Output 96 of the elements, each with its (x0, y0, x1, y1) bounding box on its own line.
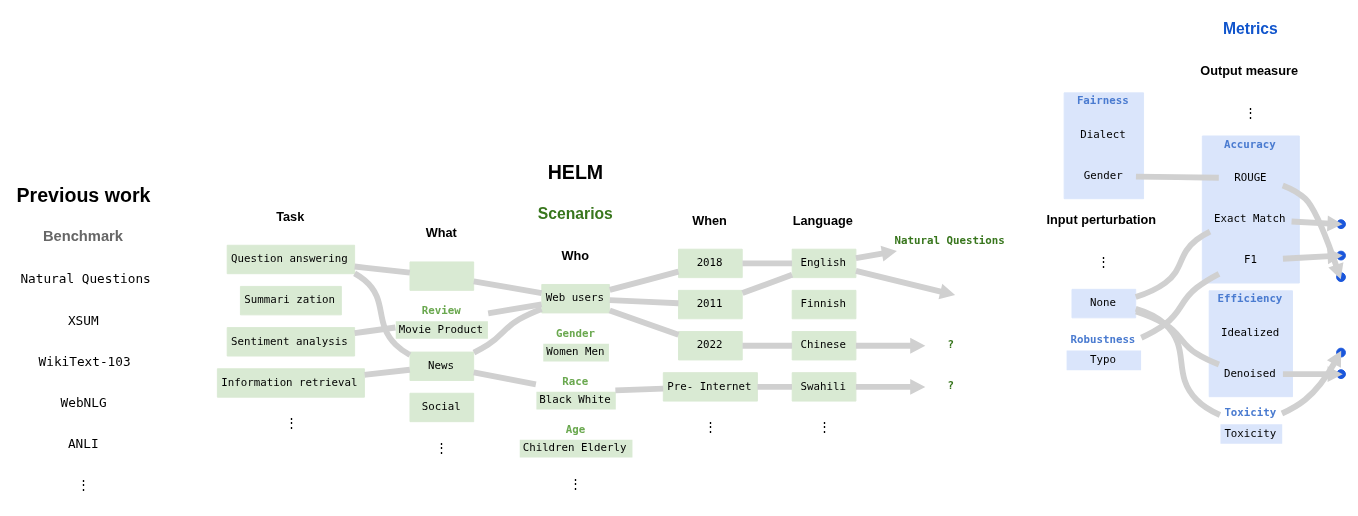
connector (473, 368, 537, 387)
label: ⋮ (703, 418, 717, 434)
node-text: Idealized (1220, 325, 1280, 339)
node-label: Toxicity (1224, 405, 1277, 419)
connector (354, 324, 396, 336)
node-text: Exact Match (1214, 211, 1286, 225)
connector (742, 342, 793, 349)
connector (757, 383, 793, 390)
node-text: F1 (1243, 252, 1257, 266)
node-box: Social (409, 392, 475, 422)
node-text: Denoised (1223, 366, 1276, 380)
node-box: Black White (536, 391, 616, 409)
label: ⋮ (569, 475, 583, 491)
node-box (409, 260, 475, 291)
arrow (1291, 215, 1343, 231)
node-text: ? (947, 378, 955, 392)
node-circle (1336, 218, 1346, 229)
label: ⋮ (1097, 253, 1111, 269)
connector (608, 307, 680, 338)
node-label: Robustness (1070, 332, 1136, 346)
node-box: Swahili (791, 371, 857, 402)
connector (472, 305, 543, 355)
label: Who (561, 247, 589, 263)
node-text: Dialect (1080, 127, 1126, 141)
node-box: None (1071, 288, 1137, 318)
node-circle (1336, 271, 1346, 282)
connector (609, 296, 679, 306)
label: Task (276, 208, 305, 224)
arrow (855, 378, 926, 395)
label: WikiText-103 (38, 353, 131, 369)
label: Natural Questions (20, 270, 151, 286)
node-text: Natural Questions (894, 233, 1005, 247)
arrow (855, 337, 926, 354)
node-box: Chinese (791, 330, 857, 360)
node-label: Race (562, 374, 589, 388)
node-box: English (791, 248, 857, 278)
label: ⋮ (435, 439, 449, 455)
node-label: Gender (556, 326, 595, 340)
node-box: Finnish (791, 289, 857, 319)
node-circle (1336, 250, 1346, 260)
label: ANLI (67, 435, 99, 451)
connector (1134, 305, 1222, 418)
connector (487, 300, 543, 316)
connector (473, 278, 543, 296)
node-box: Movie Product (395, 320, 488, 339)
node-box: 2022 (678, 330, 743, 360)
node-box: Pre- Internet (662, 371, 758, 402)
connector (353, 270, 412, 358)
node-box: Information retrieval (216, 367, 365, 398)
connector (364, 366, 411, 378)
connector (741, 271, 794, 296)
node-label: Review (421, 303, 461, 317)
node-box: Children Elderly (519, 439, 633, 457)
label: Input perturbation (1046, 211, 1157, 227)
node-box: News (409, 351, 475, 381)
label: ⋮ (817, 418, 831, 434)
node-box: Women Men (543, 343, 609, 361)
arrow (1282, 365, 1343, 382)
label: Output measure (1200, 62, 1299, 78)
connector (354, 263, 411, 276)
connector (1134, 228, 1212, 300)
label: XSUM (67, 312, 99, 328)
node-circle (1336, 368, 1346, 379)
node-box: Toxicity (1220, 423, 1283, 444)
node-text: ROUGE (1234, 170, 1267, 184)
arrow (855, 267, 956, 299)
connector (609, 268, 680, 293)
label: Scenarios (537, 204, 613, 222)
node-box: Summari zation (239, 285, 342, 315)
label: Previous work (16, 183, 151, 206)
connector (615, 385, 664, 393)
connector (1140, 270, 1221, 340)
label: WebNLG (60, 394, 107, 410)
label: Benchmark (42, 227, 123, 244)
label: What (425, 224, 457, 240)
node-box: Sentiment analysis (226, 326, 356, 356)
node-box: Web users (541, 283, 610, 313)
label: ⋮ (284, 414, 298, 430)
connector (742, 259, 793, 266)
label: Metrics (1222, 19, 1278, 37)
node-text: ? (947, 336, 955, 350)
connector (1135, 173, 1219, 181)
label: When (692, 212, 727, 228)
node-label: Age (565, 422, 586, 436)
node-box: 2011 (678, 289, 743, 319)
label: HELM (547, 160, 604, 183)
label: Language (792, 212, 853, 228)
node-box: Question answering (226, 244, 356, 274)
node-circle (1336, 347, 1346, 357)
label: ⋮ (1244, 104, 1258, 120)
label: ⋮ (76, 476, 90, 492)
arrow (1280, 350, 1342, 416)
node-box: 2018 (678, 248, 743, 278)
arrow (855, 245, 897, 261)
node-box: Typo (1066, 350, 1142, 370)
node-text: Gender (1083, 168, 1123, 182)
